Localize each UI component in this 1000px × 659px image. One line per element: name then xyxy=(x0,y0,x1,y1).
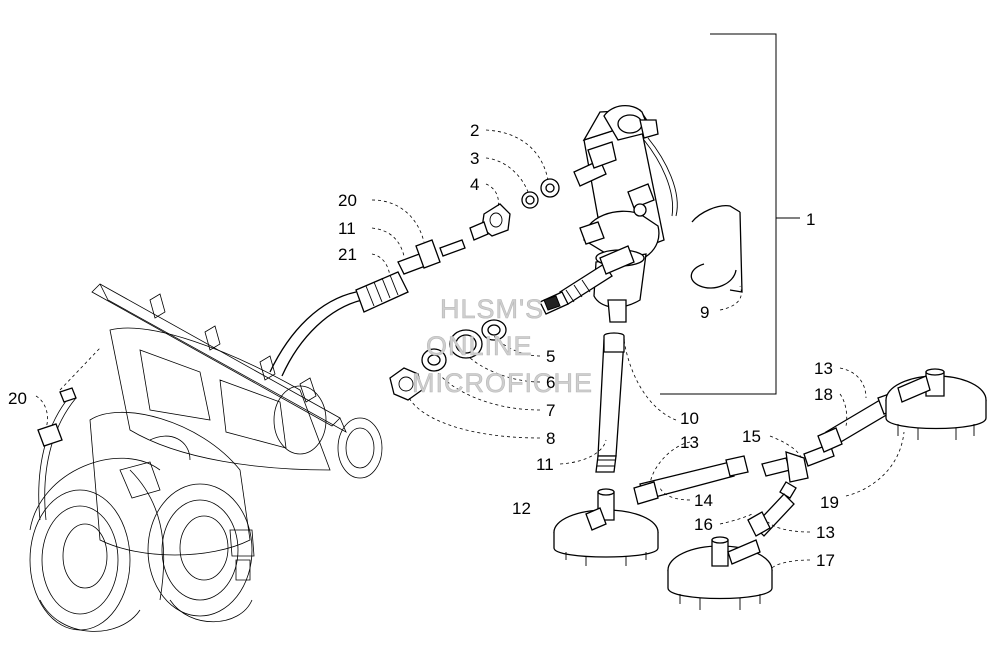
callout-5: 5 xyxy=(546,347,555,366)
fuel-hose-10 xyxy=(595,332,625,473)
primer-bowl-right xyxy=(817,368,987,453)
callout-15: 15 xyxy=(742,427,761,446)
callout-16: 16 xyxy=(694,515,713,534)
callout-9: 9 xyxy=(700,303,709,322)
fitting-parts-2-3-4 xyxy=(469,178,560,241)
fuel-pump-assembly xyxy=(539,105,678,323)
watermark-line-2: ONLINE xyxy=(426,331,533,361)
watermark-line-3: MICROFICHE xyxy=(412,368,593,398)
washer-parts-5-6-7-8 xyxy=(389,319,507,401)
callout-6: 6 xyxy=(546,373,555,392)
callout-13-lower: 13 xyxy=(816,523,835,542)
callout-4: 4 xyxy=(470,175,479,194)
callout-14: 14 xyxy=(694,491,713,510)
callout-1: 1 xyxy=(806,210,815,229)
leader-lines xyxy=(35,129,905,569)
callout-7: 7 xyxy=(546,401,555,420)
callout-12: 12 xyxy=(512,499,531,518)
callout-20-cable: 20 xyxy=(338,191,357,210)
callout-labels: 1 2 3 4 5 6 7 8 9 10 11 11 12 13 13 13 1… xyxy=(8,121,839,570)
engine-assembly-illustration xyxy=(29,283,383,632)
primer-bowl-17 xyxy=(667,536,773,610)
callout-18: 18 xyxy=(814,385,833,404)
callout-11-cable: 11 xyxy=(338,219,356,238)
throttle-cable xyxy=(269,239,466,377)
callout-11-hose: 11 xyxy=(536,455,554,474)
callout-3: 3 xyxy=(470,149,479,168)
callout-21: 21 xyxy=(338,245,357,264)
callout-20-left: 20 xyxy=(8,389,27,408)
primer-bowl-12 xyxy=(553,488,659,566)
callout-13-center: 13 xyxy=(680,433,699,452)
callout-19: 19 xyxy=(820,493,839,512)
hose-tee-parts-13-14-15 xyxy=(633,443,835,537)
callout-10: 10 xyxy=(680,409,699,428)
assembly-bracket-1 xyxy=(660,33,777,395)
callout-8: 8 xyxy=(546,429,555,448)
watermark-line-1: HLSM'S xyxy=(440,294,544,324)
watermark: HLSM'S ONLINE MICROFICHE xyxy=(412,294,593,399)
callout-17: 17 xyxy=(816,551,835,570)
clip-part-9 xyxy=(690,205,743,293)
callout-2: 2 xyxy=(470,121,479,140)
callout-13-right: 13 xyxy=(814,359,833,378)
